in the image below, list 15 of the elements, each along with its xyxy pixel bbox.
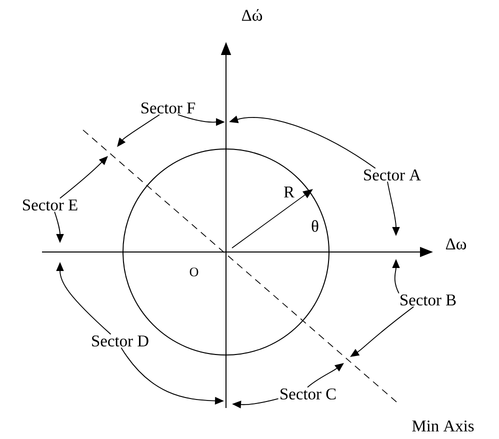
curved-arrow bbox=[60, 156, 108, 199]
sector-label: Sector A bbox=[364, 169, 421, 180]
axis-label: Δω bbox=[446, 238, 466, 250]
curved-arrow bbox=[117, 114, 160, 147]
axis-label: O bbox=[190, 268, 198, 276]
sector-label: Sector B bbox=[400, 294, 456, 306]
sector-label: Sector F bbox=[141, 102, 196, 114]
curved-arrow bbox=[307, 363, 344, 388]
axis-label: θ bbox=[312, 220, 318, 232]
axis-label: Δώ bbox=[242, 9, 262, 21]
sector-label: Sector C bbox=[280, 388, 336, 400]
axis-label: Min Axis bbox=[412, 420, 474, 432]
axis-label: R bbox=[284, 186, 294, 198]
sector-label: Sector E bbox=[23, 199, 78, 210]
sector-label: Sector D bbox=[92, 335, 148, 346]
